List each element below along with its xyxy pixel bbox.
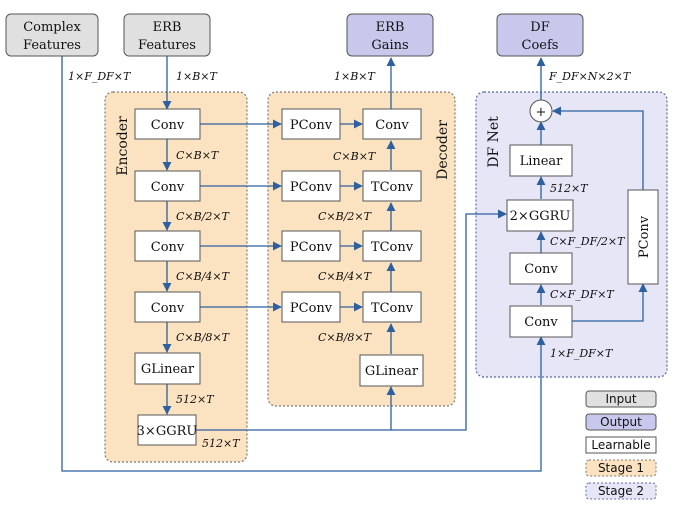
svg-text:Conv: Conv: [151, 301, 185, 316]
dim-df-conv: C×F_DF×T: [550, 288, 615, 301]
df-coefs-output: DF Coefs: [496, 13, 584, 57]
svg-text:Stage 1: Stage 1: [598, 461, 644, 475]
dim-dec-3: C×B/4×T: [318, 270, 373, 283]
dim-enc-2: C×B/2×T: [176, 210, 231, 223]
legend-learnable: Learnable: [585, 436, 657, 454]
dim-dec-1: C×B×T: [333, 150, 377, 163]
encoder-label: Encoder: [115, 116, 131, 176]
decoder-tconv-1: TConv: [362, 170, 422, 202]
dim-enc-3: C×B/4×T: [176, 270, 231, 283]
dim-df-linear: 512×T: [550, 182, 589, 195]
svg-text:Conv: Conv: [151, 118, 185, 133]
erb-line2: Features: [138, 38, 196, 53]
decoder-label: Decoder: [435, 120, 451, 180]
encoder-conv-3: Conv: [134, 230, 201, 262]
svg-text:+: +: [536, 105, 547, 120]
connectors: [61, 56, 648, 472]
dim-enc-1: C×B×T: [176, 149, 220, 162]
decoder-pconv-4: PConv: [281, 291, 341, 323]
gains-line2: Gains: [371, 38, 408, 53]
svg-text:GLinear: GLinear: [141, 362, 195, 377]
dim-dec-4: C×B/8×T: [318, 331, 373, 344]
legend: Input Output Learnable Stage 1 Stage 2: [585, 390, 657, 500]
svg-text:PConv: PConv: [290, 301, 333, 316]
decoder-pconv-2: PConv: [281, 170, 341, 202]
coefs-line2: Coefs: [522, 38, 559, 53]
dfnet-conv-1: Conv: [509, 252, 573, 285]
dfnet-label: DF Net: [486, 116, 502, 168]
complex-line2: Features: [23, 38, 81, 53]
coefs-line1: DF: [530, 20, 549, 35]
erb-gains-output: ERB Gains: [346, 13, 434, 57]
gains-line1: ERB: [376, 20, 405, 35]
complex-line1: Complex: [23, 20, 81, 35]
svg-text:PConv: PConv: [637, 215, 652, 258]
svg-text:GLinear: GLinear: [365, 364, 419, 379]
svg-text:TConv: TConv: [371, 301, 414, 316]
decoder-conv: Conv: [362, 108, 422, 140]
decoder-pconv-3: PConv: [281, 230, 341, 262]
encoder-glinear: GLinear: [134, 352, 201, 385]
decoder-pconv-1: PConv: [281, 108, 341, 140]
svg-text:3×GGRU: 3×GGRU: [137, 424, 198, 439]
svg-text:Linear: Linear: [520, 154, 564, 169]
dim-enc-6: 512×T: [202, 437, 241, 450]
dfnet-plus: +: [529, 99, 553, 123]
encoder-conv-2: Conv: [134, 170, 201, 202]
svg-text:Output: Output: [600, 415, 642, 429]
dim-complex-input: 1×F_DF×T: [68, 70, 132, 83]
svg-text:TConv: TConv: [371, 240, 414, 255]
svg-text:PConv: PConv: [290, 180, 333, 195]
erb-features-input: ERB Features: [123, 13, 211, 57]
svg-text:PConv: PConv: [290, 118, 333, 133]
legend-input: Input: [585, 390, 657, 408]
dfnet-pconv: PConv: [627, 189, 659, 285]
svg-text:Conv: Conv: [524, 262, 558, 277]
decoder-tconv-3: TConv: [362, 291, 422, 323]
complex-features-input: Complex Features: [5, 13, 99, 57]
svg-text:Stage 2: Stage 2: [598, 484, 644, 498]
svg-text:Conv: Conv: [151, 180, 185, 195]
encoder-ggru: 3×GGRU: [137, 414, 198, 446]
dim-erb-input: 1×B×T: [176, 70, 219, 83]
encoder-conv-4: Conv: [134, 291, 201, 323]
svg-text:Conv: Conv: [151, 240, 185, 255]
dim-gains: 1×B×T: [334, 70, 377, 83]
dim-df-input: 1×F_DF×T: [550, 347, 614, 360]
legend-output: Output: [585, 413, 657, 431]
svg-text:TConv: TConv: [371, 180, 414, 195]
dim-enc-5: 512×T: [176, 393, 215, 406]
legend-stage1: Stage 1: [585, 459, 657, 477]
svg-text:2×GGRU: 2×GGRU: [510, 209, 571, 224]
dim-enc-4: C×B/8×T: [176, 331, 231, 344]
encoder-conv-1: Conv: [134, 108, 201, 140]
dim-dec-2: C×B/2×T: [318, 210, 373, 223]
svg-text:Conv: Conv: [375, 118, 409, 133]
dim-df-coefs: F_DF×N×2×T: [548, 70, 632, 83]
svg-text:PConv: PConv: [290, 240, 333, 255]
dfnet-conv-2: Conv: [509, 305, 573, 338]
svg-text:Learnable: Learnable: [591, 438, 650, 452]
dim-df-ggru: C×F_DF/2×T: [550, 235, 626, 248]
dfnet-ggru: 2×GGRU: [506, 199, 574, 232]
legend-stage2: Stage 2: [585, 482, 657, 500]
svg-text:Conv: Conv: [524, 315, 558, 330]
svg-text:Input: Input: [605, 392, 636, 406]
dfnet-linear: Linear: [509, 144, 573, 177]
decoder-tconv-2: TConv: [362, 230, 422, 262]
erb-line1: ERB: [153, 20, 182, 35]
decoder-glinear: GLinear: [359, 354, 424, 387]
